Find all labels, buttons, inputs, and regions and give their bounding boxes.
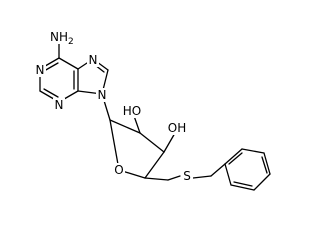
structural-formula: NH2 N N N N HO OH O [34,28,271,191]
atom-n1: N [34,63,46,77]
hydroxyl-2prime: HO [120,104,144,118]
bond-layer [39,43,271,191]
amine-text: NH2 [50,30,74,47]
bond-c3prime-c4prime [144,151,165,179]
bond-n1-c6-double [43,62,59,72]
bond-c6-c5 [58,57,79,70]
oh-label: OH [168,121,186,135]
n1-label: N [36,63,45,77]
bond-ph6-ph1 [224,163,232,186]
ho-label: HO [123,104,141,118]
s-label: S [183,169,191,183]
atom-label-layer: NH2 N N N N HO OH O [34,28,193,183]
bond-ph2-ph3 [241,148,265,154]
ring-oxygen: O [113,163,125,177]
bond-c4prime-c5prime [144,177,169,181]
sulfur-atom: S [181,169,193,183]
bond-ph4-ph5 [253,173,271,191]
n3-label: N [55,98,64,112]
atom-n3: N [53,98,65,112]
atom-n9: N [96,88,108,102]
bond-ph3-ph4 [263,152,271,175]
bond-c3prime-oh [163,132,176,153]
bond-n3-c2-double [43,88,59,98]
bond-c2prime-c3prime [139,132,165,153]
bond-ch2-phenyl [210,163,226,177]
bond-c1prime-c2prime [109,119,141,134]
bond-ph1-ph2 [224,148,243,165]
bond-s-ch2 [192,175,212,179]
atom-n7: N [87,53,99,67]
bond-ph3-ph4-double [261,156,268,174]
bond-c5prime-s [167,175,181,181]
bond-ph5-ph6-double [233,181,253,187]
n9-label: N [98,88,107,102]
amine-label: NH2 [48,28,74,47]
bond-ph1-ph2-double [228,152,243,165]
bond-ph5-ph6 [230,184,255,191]
hydroxyl-3prime: OH [165,121,189,135]
n7-label: N [89,53,98,67]
o-label: O [114,163,123,177]
bond-o4prime-c1prime [109,119,120,171]
